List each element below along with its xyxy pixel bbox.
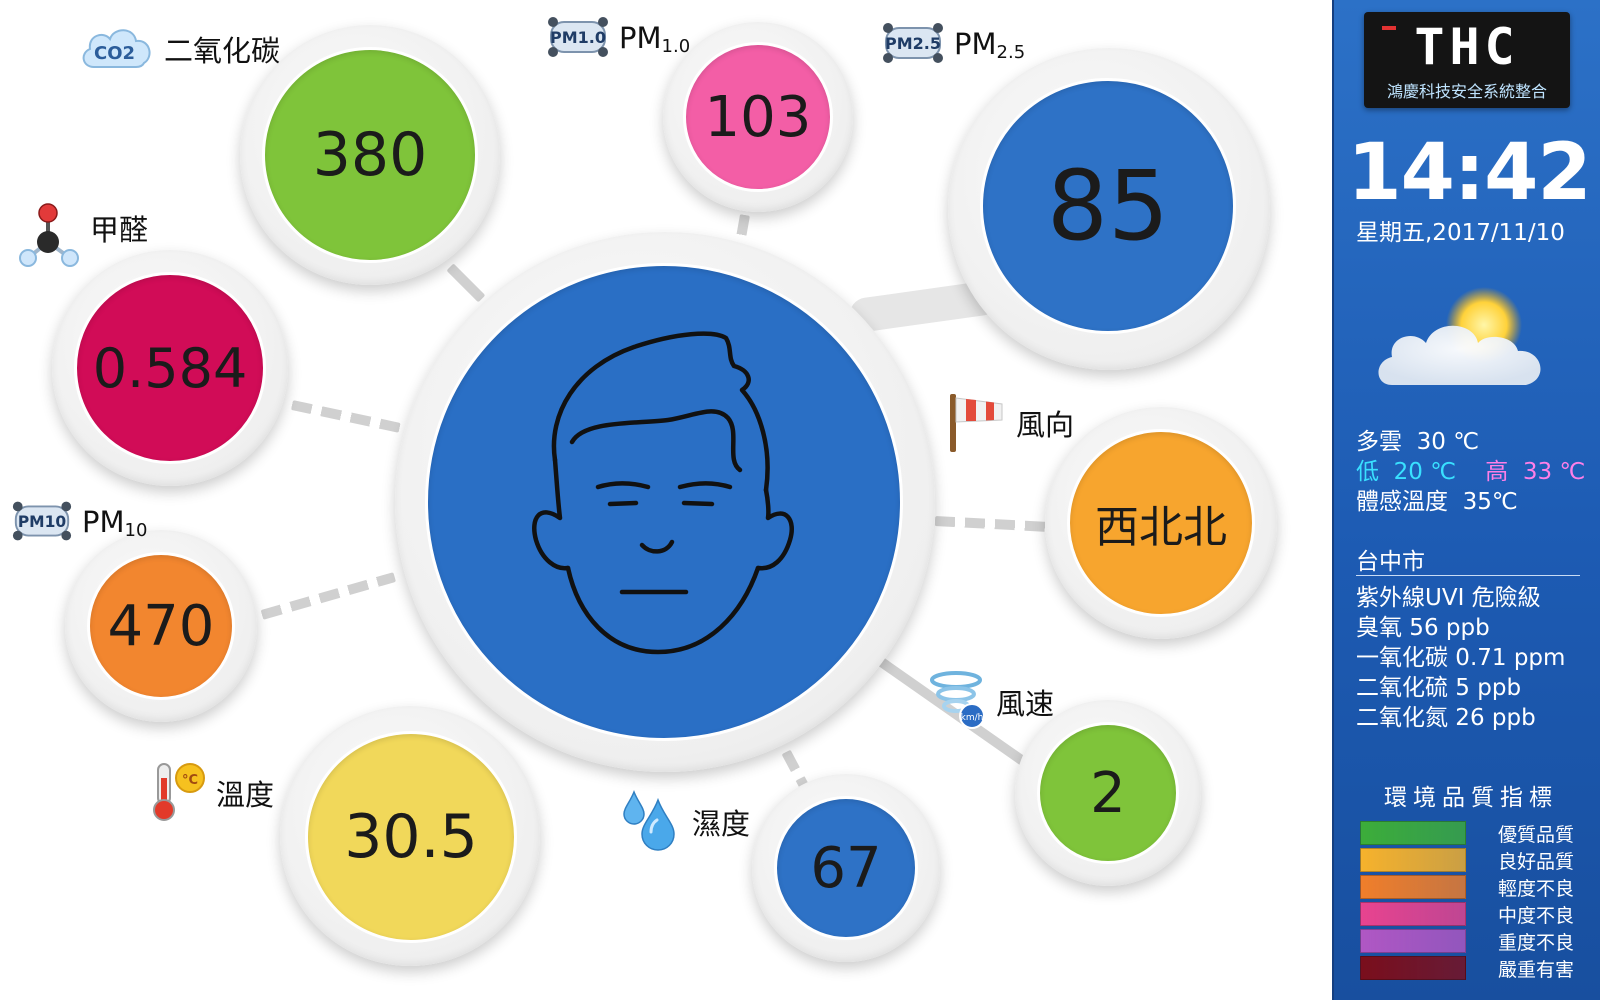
pm25-value-circle: 85 <box>980 78 1236 334</box>
legend-item: 輕度不良 <box>1360 874 1582 900</box>
hcho-label: 甲醛 <box>16 200 148 276</box>
pm10-label: PM10 PM10 <box>10 496 147 550</box>
face-icon <box>510 322 810 676</box>
wind-dir-label: 風向 <box>944 388 1074 458</box>
wind-dir-label-text: 風向 <box>1016 408 1075 442</box>
humidity-label: 濕度 <box>620 788 750 856</box>
wind-dir-value-circle: 西北北 <box>1067 429 1255 617</box>
logo-text: THC <box>1414 18 1520 76</box>
svg-text:km/h: km/h <box>961 713 984 723</box>
temperature-value: 30.5 <box>344 802 478 872</box>
legend-item: 重度不良 <box>1360 928 1582 954</box>
pm-particle-icon: PM1.0 <box>545 12 611 66</box>
co2-value-circle: 380 <box>262 47 478 263</box>
info-sidebar: THC 鴻慶科技安全系統整合 14:42 星期五,2017/11/10 多雲 3… <box>1332 0 1600 1000</box>
weather-feels-line: 體感溫度 35℃ <box>1356 489 1518 515</box>
wind-speed-value-circle: 2 <box>1037 722 1179 864</box>
co-line: 一氧化碳 0.71 ppm <box>1356 645 1566 671</box>
no2-line: 二氧化氮 26 ppb <box>1356 705 1536 731</box>
hcho-value-circle: 0.584 <box>74 272 266 464</box>
temperature-value-circle: 30.5 <box>305 731 517 943</box>
pm1-bubble: 103 <box>663 22 853 212</box>
wind-dir-value: 西北北 <box>1095 502 1227 553</box>
hcho-bubble: 0.584 <box>52 250 288 486</box>
humidity-value-circle: 67 <box>774 796 918 940</box>
co2-cloud-icon: CO2 <box>78 23 156 75</box>
pm10-label-text: PM10 <box>82 505 148 541</box>
pm1-value-circle: 103 <box>683 42 833 192</box>
weather-low-high-line: 低 20 ℃ 高 33 ℃ <box>1356 459 1586 485</box>
svg-text:CO2: CO2 <box>94 43 135 64</box>
pm25-label-text: PM2.5 <box>954 27 1026 63</box>
temperature-label-text: 溫度 <box>216 778 275 812</box>
co2-value: 380 <box>312 120 428 190</box>
wind-speed-label: km/h 風速 <box>928 668 1054 736</box>
clock: 14:42 <box>1347 128 1591 218</box>
wind-speed-value: 2 <box>1090 760 1126 826</box>
humidity-bubble: 67 <box>752 774 940 962</box>
pm1-label: PM1.0 PM1.0 <box>545 12 690 66</box>
svg-text:PM2.5: PM2.5 <box>885 34 941 53</box>
humidity-label-text: 濕度 <box>692 807 751 841</box>
connector-hcho <box>290 400 401 433</box>
pm-particle-icon: PM10 <box>10 496 74 550</box>
legend-item: 優質品質 <box>1360 820 1582 846</box>
svg-text:PM1.0: PM1.0 <box>550 28 606 47</box>
wind-speed-label-text: 風速 <box>996 687 1055 721</box>
connector-co2 <box>446 263 486 303</box>
pm10-value-circle: 470 <box>87 552 235 700</box>
pm-particle-icon: PM2.5 <box>880 18 946 72</box>
weather-condition-line: 多雲 30 ℃ <box>1356 429 1480 455</box>
pm25-bubble: 85 <box>948 48 1270 370</box>
hcho-label-text: 甲醛 <box>90 213 149 247</box>
uvi-line: 紫外線UVI 危險級 <box>1356 585 1541 611</box>
svg-text:°C: °C <box>182 773 198 788</box>
humidity-value: 67 <box>810 835 882 901</box>
ozone-line: 臭氧 56 ppb <box>1356 615 1490 641</box>
legend-item: 良好品質 <box>1360 847 1582 873</box>
legend-item: 中度不良 <box>1360 901 1582 927</box>
thermometer-icon: °C <box>144 758 208 828</box>
pm1-label-text: PM1.0 <box>619 21 691 57</box>
pm1-value: 103 <box>704 84 812 150</box>
co2-label: CO2 二氧化碳 <box>78 23 280 75</box>
so2-line: 二氧化硫 5 ppb <box>1356 675 1522 701</box>
pm10-bubble: 470 <box>65 530 257 722</box>
date: 星期五,2017/11/10 <box>1356 220 1565 246</box>
connector-pm10 <box>260 572 397 620</box>
legend-title: 環境品質指標 <box>1384 785 1558 811</box>
legend-item: 嚴重有害 <box>1360 955 1582 981</box>
partly-cloudy-icon <box>1374 285 1554 409</box>
pm10-value: 470 <box>107 593 215 659</box>
city: 台中市 <box>1356 549 1425 575</box>
wind-speed-bubble: 2 <box>1015 700 1201 886</box>
wind-dir-bubble: 西北北 <box>1045 407 1277 639</box>
molecule-icon <box>16 200 82 276</box>
sidebar-divider <box>1356 575 1580 576</box>
temperature-bubble: 30.5 <box>280 706 540 966</box>
face-bubble <box>395 232 935 772</box>
windsock-icon <box>944 388 1008 458</box>
pm25-value: 85 <box>1046 150 1170 262</box>
company-name: 鴻慶科技安全系統整合 <box>1386 82 1547 101</box>
dashboard-canvas: 380 CO2 二氧化碳 103 PM1.0 PM1.0 <box>10 12 1277 966</box>
co2-label-text: 二氧化碳 <box>164 34 281 68</box>
hcho-value: 0.584 <box>92 336 248 400</box>
co2-bubble: 380 <box>240 25 500 285</box>
pm25-label: PM2.5 PM2.5 <box>880 18 1025 72</box>
svg-text:PM10: PM10 <box>18 513 67 531</box>
face-circle <box>425 263 903 741</box>
whirlwind-icon: km/h <box>928 668 988 736</box>
water-drop-icon <box>620 788 684 856</box>
temperature-label: °C 溫度 <box>144 758 274 828</box>
company-logo: THC 鴻慶科技安全系統整合 <box>1364 12 1570 108</box>
